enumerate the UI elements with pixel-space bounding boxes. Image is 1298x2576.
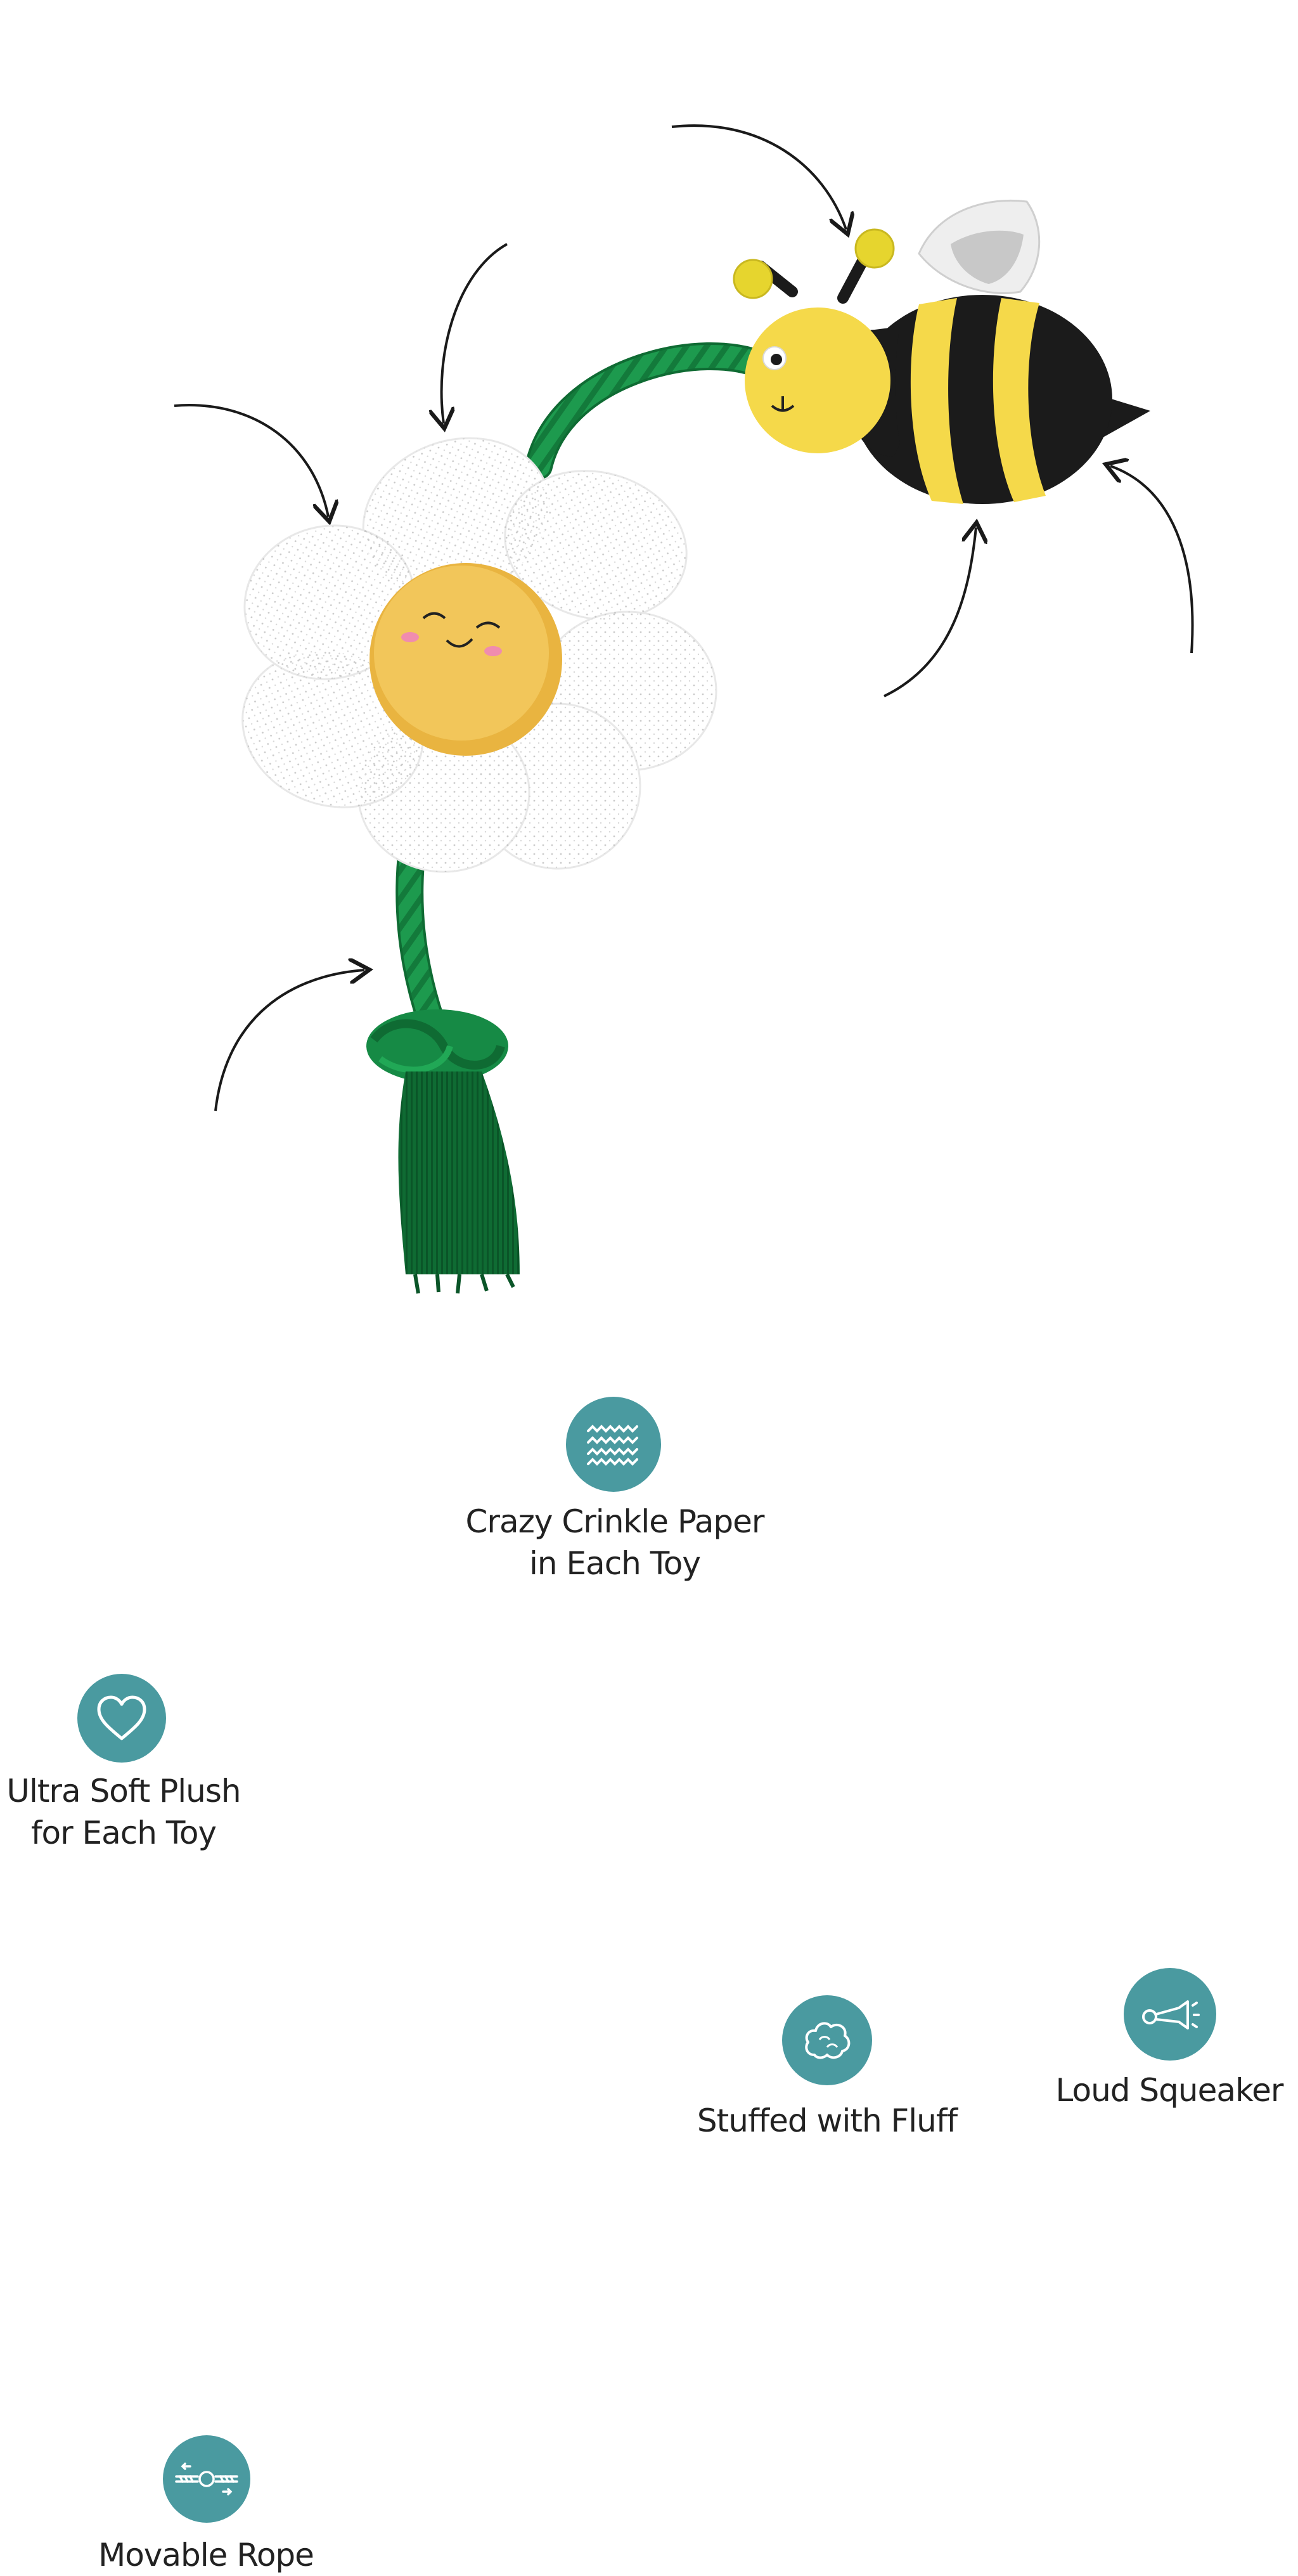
fluff-badge [782,1995,872,2085]
crinkle-label: Crazy Crinkle Paper in Each Toy [465,1503,765,1582]
bee-antennae [733,228,895,304]
squeaker-label: Loud Squeaker [1055,2072,1284,2109]
rope-tug-icon [175,2463,238,2495]
arrow-crinkle-flower [442,243,508,424]
rope-label: Movable Rope [98,2537,314,2573]
arrow-crinkle-bee [671,124,846,230]
squeaker-badge [1124,1968,1216,2061]
fluff-label: Stuffed with Fluff [697,2102,958,2139]
rope-stem-upper [525,342,765,480]
arrow-rope [214,970,364,1111]
waves-icon [587,1425,638,1466]
product-infographic: Crazy Crinkle Paper in Each Toy Ultra So… [6,124,1283,2573]
bee-body [847,295,1112,504]
bee-toy [733,199,1150,504]
plush-label: Ultra Soft Plush for Each Toy [6,1773,241,1851]
daisy-center-face [369,563,562,756]
heart-icon [97,1695,146,1740]
bee-stinger [1103,396,1150,437]
bee-wing [918,199,1041,294]
daisy-flower-toy [241,437,717,873]
crinkle-badge [566,1397,661,1492]
horn-icon [1142,2000,1200,2029]
plush-badge [77,1674,166,1763]
rope-tassel [398,1071,520,1294]
arrow-plush [174,404,328,517]
rope-stem-lower [395,836,445,1035]
product-illustration [174,124,1194,1294]
daisy-petal-sparkles [242,438,716,872]
arrow-fluff [884,527,976,697]
arrow-squeaker [1110,466,1194,654]
rope-badge [163,2435,250,2523]
cloud-fluff-icon [805,2022,851,2059]
rope-knot [366,1009,508,1083]
bee-head [745,307,890,453]
